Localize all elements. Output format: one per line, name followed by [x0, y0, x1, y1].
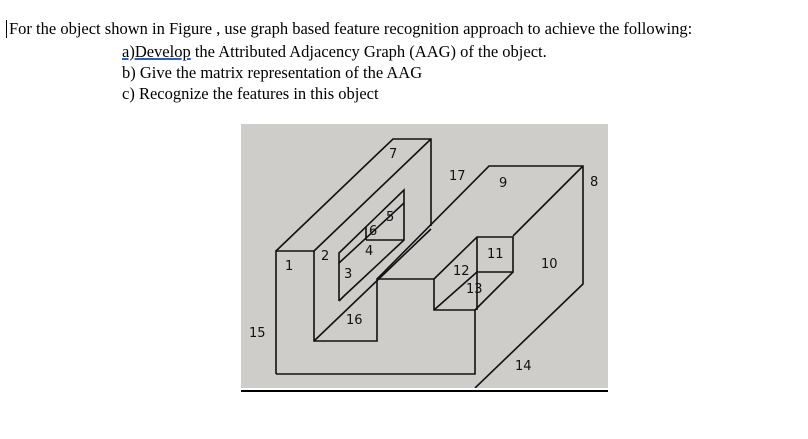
object-drawing: 1 2 3 4 5 6 7 8 9 10 11 12 13 14 15 16 1…: [249, 138, 598, 389]
face-label: 8: [590, 175, 598, 190]
face-label: 17: [449, 169, 466, 184]
face-label: 11: [487, 247, 504, 262]
figure-underline: [241, 390, 608, 392]
face-label: 15: [249, 326, 266, 341]
face-label: 12: [453, 264, 470, 279]
face-label: 16: [346, 313, 363, 328]
face-label: 9: [499, 176, 507, 191]
question-intro: For the object shown in Figure , use gra…: [9, 19, 693, 38]
face-label: 13: [466, 282, 483, 297]
face-label: 4: [365, 244, 373, 259]
face-label: 3: [344, 267, 352, 282]
face-label: 6: [369, 224, 377, 239]
spellcheck-word[interactable]: a)Develop: [122, 42, 191, 61]
face-label: 14: [515, 359, 532, 374]
object-figure: 1 2 3 4 5 6 7 8 9 10 11 12 13 14 15 16 1…: [241, 124, 608, 389]
face-label: 2: [321, 249, 329, 264]
face-label: 10: [541, 257, 558, 272]
text-cursor: [6, 20, 7, 38]
face-label: 7: [389, 147, 397, 162]
face-label: 5: [386, 210, 394, 225]
question-part-c: c) Recognize the features in this object: [122, 84, 379, 103]
question-part-b: b) Give the matrix representation of the…: [122, 63, 423, 82]
question-part-a: a)Develop the Attributed Adjacency Graph…: [122, 42, 547, 61]
face-label: 1: [285, 259, 293, 274]
